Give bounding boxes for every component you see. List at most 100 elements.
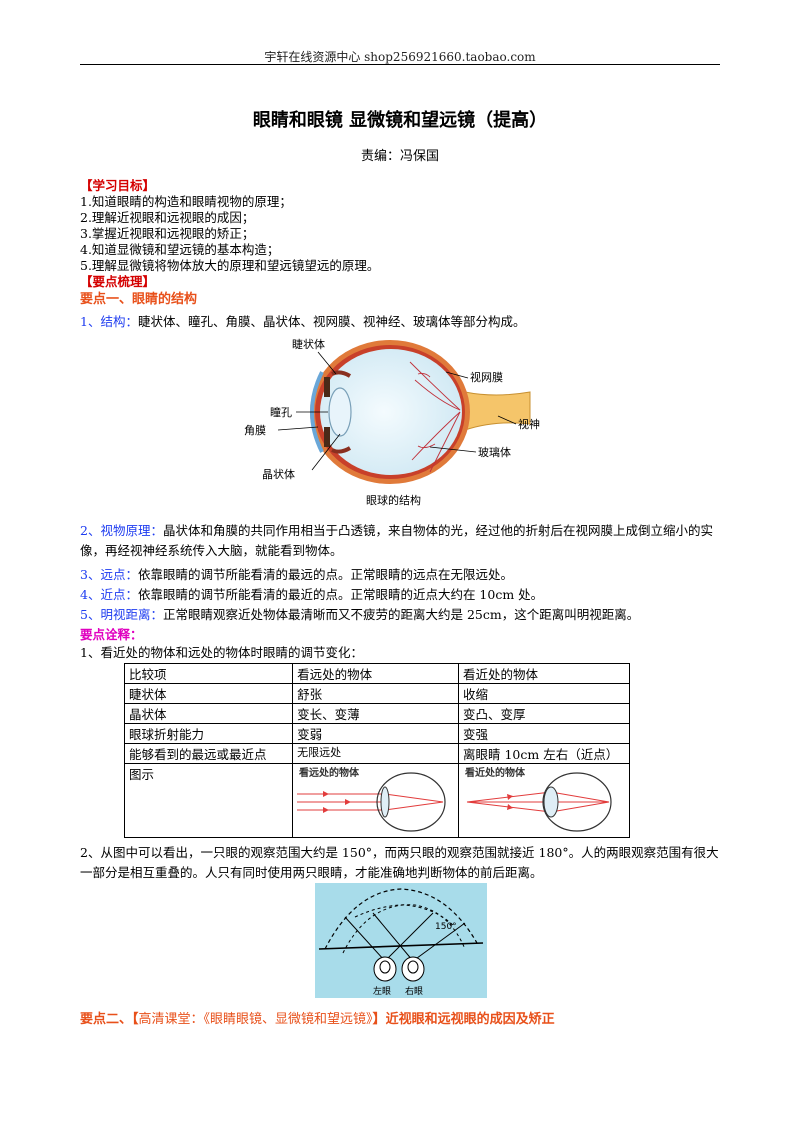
eye-figure-caption: 眼球的结构 (366, 493, 421, 507)
near-point-line: 4、近点：依靠眼睛的调节所能看清的最近的点。正常眼睛的近点大约在 10cm 处。 (80, 587, 543, 603)
near-diagram-label: 看近处的物体 (465, 766, 526, 779)
far-point-line: 3、远点：依靠眼睛的调节所能看清的最远的点。正常眼睛的远点在无限远处。 (80, 567, 513, 583)
table-cell: 能够看到的最远或最近点 (123, 743, 294, 764)
far-point-text: 依靠眼睛的调节所能看清的最远的点。正常眼睛的远点在无限远处。 (137, 567, 513, 582)
table-row-diagram: 图示 看远处的物体 (123, 763, 630, 838)
label-retina: 视网膜 (470, 370, 503, 384)
near-focus-diagram: 看近处的物体 (465, 766, 612, 832)
point2-course-link[interactable]: 高清课堂：《眼睛眼镜、显微镜和望远镜》 (138, 1012, 373, 1027)
point2-topic: 近视眼和远视眼的成因及矫正 (385, 1012, 555, 1027)
table-cell: 变弱 (292, 723, 459, 744)
principle-text: 晶状体和角膜的共同作用相当于凸透镜，来自物体的光，经过他的折射后在视网膜上成倒立… (80, 523, 713, 558)
near-lens-thick (543, 786, 559, 818)
right-eye-shape (401, 956, 425, 982)
table-row: 睫状体 舒张 收缩 (123, 683, 630, 704)
editor-line: 责编：冯保国 (360, 149, 439, 164)
goal-item-3: 3.掌握近视眼和远视眼的矫正； (80, 226, 255, 241)
point2-prefix: 要点二、 (80, 1012, 133, 1027)
principle-label: 2、视物原理： (80, 523, 163, 538)
distinct-vision-line: 5、明视距离：正常眼睛观察近处物体最清晰而又不疲劳的距离大约是 25cm，这个距… (80, 607, 639, 623)
document-title: 眼睛和眼镜 显微镜和望远镜（提高） (252, 110, 548, 131)
table-cell: 舒张 (292, 683, 459, 704)
table-cell: 眼球折射能力 (123, 723, 294, 744)
table-cell: 晶状体 (123, 703, 294, 724)
near-point-text: 依靠眼睛的调节所能看清的最近的点。正常眼睛的近点大约在 10cm 处。 (137, 587, 544, 602)
structure-text: 睫状体、瞳孔、角膜、晶状体、视网膜、视神经、玻璃体等部分构成。 (137, 314, 526, 329)
distinct-vision-text: 正常眼睛观察近处物体最清晰而又不疲劳的距离大约是 25cm，这个距离叫明视距离。 (162, 607, 640, 622)
ciliary-upper (331, 370, 352, 378)
leader-lines (277, 351, 517, 471)
left-pupil-shape (379, 960, 391, 974)
table-row: 晶状体 变长、变薄 变凸、变厚 (123, 703, 630, 724)
goals-heading: 【学习目标】 (80, 178, 156, 193)
table-header-row: 比较项 看远处的物体 看近处的物体 (123, 663, 630, 684)
table-row: 能够看到的最远或最近点 无限远处 离眼睛 10cm 左右（近点） (123, 743, 630, 764)
table-cell: 变强 (458, 723, 630, 744)
fov-sight-lines (344, 912, 466, 962)
far-lens-thin (380, 786, 390, 818)
label-nerve: 视神经 (518, 417, 540, 431)
table-header-cell: 看近处的物体 (458, 663, 630, 684)
label-lens: 晶状体 (262, 467, 295, 481)
label-pupil: 瞳孔 (270, 405, 292, 419)
goal-item-1: 1.知道眼睛的构造和眼睛视物的原理； (80, 194, 292, 209)
near-point-label: 4、近点： (80, 587, 138, 602)
diagram-far-cell: 看远处的物体 (292, 763, 459, 838)
iris-lower (324, 427, 330, 447)
far-arrowheads (323, 791, 352, 813)
page-header: 宇轩在线资源中心 shop256921660.taobao.com (264, 50, 536, 64)
point2-heading: 要点二、【高清课堂：《眼睛眼镜、显微镜和望远镜》】近视眼和远视眼的成因及矫正 (80, 1012, 555, 1028)
explain-item-1: 1、看近处的物体和远处的物体时眼睛的调节变化： (80, 645, 363, 660)
fov-right-eye-label: 右眼 (405, 985, 423, 997)
ciliary-lower (331, 446, 352, 454)
distinct-vision-label: 5、明视距离： (80, 607, 163, 622)
table-header-cell: 比较项 (123, 663, 294, 684)
structure-line: 1、结构：睫状体、瞳孔、角膜、晶状体、视网膜、视神经、玻璃体等部分构成。 (80, 314, 525, 330)
eye-structure-figure: 睫状体 视网膜 瞳孔 视神经 角膜 玻璃体 晶状体 眼球的结构 (244, 337, 540, 507)
goal-item-2: 2.理解近视眼和远视眼的成因； (80, 210, 255, 225)
table-cell: 变凸、变厚 (458, 703, 630, 724)
table-cell: 图示 (123, 763, 294, 838)
goal-item-4: 4.知道显微镜和望远镜的基本构造； (80, 242, 280, 257)
far-eyeball (376, 772, 446, 832)
label-ciliary: 睫状体 (292, 337, 325, 351)
comparison-table: 比较项 看远处的物体 看近处的物体 睫状体 舒张 收缩 晶状体 变长、变薄 变凸… (123, 663, 630, 838)
diagram-near-cell: 看近处的物体 (458, 763, 630, 838)
lens-shape (328, 387, 352, 437)
far-point-label: 3、远点： (80, 567, 138, 582)
explain-heading: 要点诠释： (80, 627, 143, 642)
vitreous-shape (320, 349, 462, 475)
label-vitreous: 玻璃体 (478, 445, 511, 459)
table-row: 眼球折射能力 变弱 变强 (123, 723, 630, 744)
principle-paragraph: 2、视物原理：晶状体和角膜的共同作用相当于凸透镜，来自物体的光，经过他的折射后在… (80, 521, 720, 560)
near-eyeball (542, 772, 612, 832)
far-diagram-label: 看远处的物体 (299, 766, 360, 779)
optic-nerve-shape (464, 391, 531, 431)
table-header-cell: 看远处的物体 (292, 663, 459, 684)
table-cell: 变长、变薄 (292, 703, 459, 724)
fov-binocular-arc (324, 888, 478, 950)
left-eye-shape (373, 956, 397, 982)
table-cell: 睫状体 (123, 683, 294, 704)
right-pupil-shape (407, 960, 419, 974)
table-cell: 离眼睛 10cm 左右（近点） (458, 743, 630, 764)
iris-upper (324, 377, 330, 397)
table-cell: 收缩 (458, 683, 630, 704)
point2-bracket-open: 【 (132, 1012, 139, 1027)
fov-left-eye-label: 左眼 (373, 985, 391, 997)
structure-label: 1、结构： (80, 314, 138, 329)
header-rule (80, 64, 720, 65)
fov-background (315, 883, 487, 998)
near-rays (466, 791, 610, 813)
summary-heading: 【要点梳理】 (80, 274, 156, 289)
near-arrowheads (507, 794, 513, 810)
goal-item-5: 5.理解显微镜将物体放大的原理和望远镜望远的原理。 (80, 258, 380, 273)
point2-bracket-close: 】 (372, 1012, 386, 1027)
fov-angle-label: 150° (435, 922, 457, 932)
label-cornea: 角膜 (244, 424, 266, 437)
point1-heading: 要点一、眼睛的结构 (80, 292, 198, 307)
far-focus-diagram: 看远处的物体 (297, 766, 446, 832)
explain-item-2: 2、从图中可以看出，一只眼的观察范围大约是 150°，而两只眼的观察范围就接近 … (80, 845, 719, 880)
far-rays (297, 793, 444, 811)
table-cell: 无限远处 (292, 743, 459, 764)
